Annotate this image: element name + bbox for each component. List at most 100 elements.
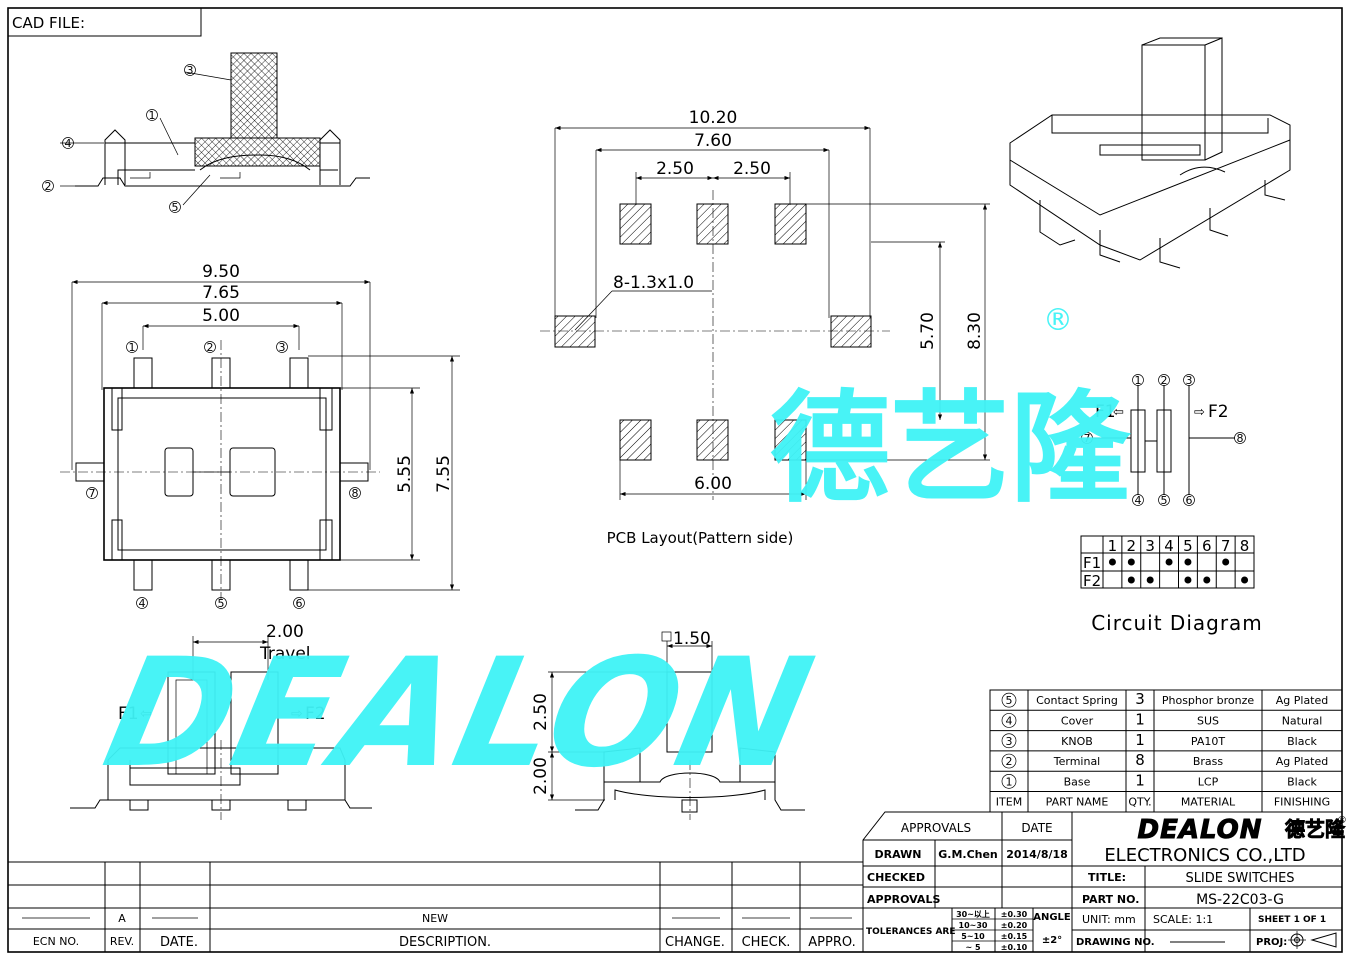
circuit-f1: F1 (1095, 402, 1116, 422)
callout-3: 3 (187, 64, 194, 77)
tb-angle: ANGLE (1033, 912, 1071, 923)
tol-value: ±0.30 (1001, 910, 1028, 919)
circuit-title: Circuit Diagram (1091, 611, 1263, 635)
bom-material: SUS (1197, 714, 1219, 727)
isometric-view (1009, 37, 1291, 269)
company-logo-latin: DEALON (1138, 815, 1263, 845)
tb-partno-label: PART NO. (1082, 893, 1139, 906)
tol-range: ~ 5 (965, 943, 980, 952)
pcb-caption: PCB Layout(Pattern side) (607, 529, 794, 547)
callout-5: 5 (172, 201, 179, 214)
pin-5: 5 (218, 597, 225, 610)
travel-dim: 2.00 (266, 622, 304, 642)
tol-range: 10~30 (959, 921, 988, 930)
rev-rev: REV. (110, 935, 134, 948)
cad-file-box (7, 7, 202, 37)
pcb-dim-2-50a: 2.50 (656, 159, 694, 179)
switch-col-3: 3 (1145, 537, 1155, 555)
switch-dot (1108, 558, 1116, 566)
bom-table: 5 Contact Spring 3 Phosphor bronze Ag Plated… (989, 689, 1343, 813)
switch-col-1: 1 (1108, 537, 1118, 555)
front-dim-2-00: 2.00 (531, 757, 551, 795)
pcb-dim-7-60: 7.60 (694, 131, 732, 151)
bom-part: Terminal (1053, 755, 1101, 768)
bom-material: Phosphor bronze (1162, 694, 1255, 707)
dim-5-00: 5.00 (202, 306, 240, 326)
switch-col-8: 8 (1240, 537, 1250, 555)
rev-date: DATE. (160, 935, 198, 950)
circuit-pin-3: 3 (1186, 374, 1193, 387)
tol-value: ±0.15 (1001, 932, 1028, 941)
circuit-pin-2: 2 (1161, 374, 1168, 387)
switch-dot (1127, 558, 1135, 566)
pin-6: 6 (296, 597, 303, 610)
bom-part: Base (1064, 775, 1091, 788)
bom-qty: 1 (1135, 771, 1145, 789)
switch-dot (1203, 576, 1211, 584)
pcb-dim-6-00: 6.00 (694, 474, 732, 494)
sheet-border (7, 7, 1343, 953)
pin-8: 8 (352, 487, 359, 500)
front-view: 1.50 2.50 2.00 (531, 629, 805, 820)
top-view: 9.50 7.65 5.00 5.55 7.55 1 2 3 4 5 6 (60, 262, 460, 610)
switch-row-label: F2 (1083, 572, 1101, 590)
bom-finishing: Ag Plated (1276, 755, 1329, 768)
cad-file-label: CAD FILE: (12, 14, 85, 32)
bom-finishing: Ag Plated (1276, 694, 1329, 707)
tol-value: ±0.10 (1001, 943, 1028, 952)
bom-header-finishing: FINISHING (1274, 796, 1330, 809)
watermark-cjk: 德艺隆 (770, 380, 1132, 519)
watermark-reg: ® (1043, 303, 1073, 338)
bom-header-qty: QTY. (1128, 796, 1151, 809)
callout-4: 4 (65, 137, 72, 150)
rev-check: CHECK. (742, 935, 791, 950)
bom-finishing: Natural (1282, 714, 1323, 727)
pin-1: 1 (129, 341, 136, 354)
bom-part: Contact Spring (1036, 694, 1118, 707)
switch-col-5: 5 (1183, 537, 1193, 555)
square-symbol-icon (661, 631, 672, 642)
bom-item-1: 1 (1006, 775, 1013, 788)
watermark-latin: DEALON (92, 626, 828, 801)
pin-7: 7 (89, 487, 96, 500)
dim-9-50: 9.50 (202, 262, 240, 282)
switch-col-6: 6 (1202, 537, 1212, 555)
switch-dot (1184, 576, 1192, 584)
tb-drawn-date: 2014/8/18 (1006, 848, 1068, 861)
bom-item-2: 2 (1006, 755, 1013, 768)
circuit-pin-6: 6 (1186, 494, 1193, 507)
pin-3: 3 (279, 341, 286, 354)
pin-2: 2 (207, 341, 214, 354)
tb-title-label: TITLE: (1088, 871, 1126, 884)
company-logo-cjk: 德艺隆 (1285, 817, 1346, 841)
pcb-dim-5-70: 5.70 (918, 312, 938, 350)
switch-col-7: 7 (1221, 537, 1231, 555)
switch-dot (1165, 558, 1173, 566)
switch-dot (1241, 576, 1249, 584)
rev-change: CHANGE. (665, 935, 725, 950)
tb-approvals2: APPROVALS (867, 893, 940, 906)
travel-view: 2.00 Travel F1 ⇦ ⇨ F2 (70, 622, 372, 820)
bom-finishing: Black (1287, 735, 1317, 748)
bom-item-5: 5 (1006, 694, 1013, 707)
bom-part: Cover (1061, 714, 1094, 727)
callout-2: 2 (45, 180, 52, 193)
circuit-pin-4: 4 (1135, 494, 1142, 507)
rev-ecn: ECN NO. (33, 935, 79, 948)
tol-value: ±0.20 (1001, 921, 1028, 930)
switch-dot (1184, 558, 1192, 566)
switch-col-2: 2 (1127, 537, 1137, 555)
bom-header-part: PART NAME (1046, 796, 1109, 809)
bom-item-3: 3 (1006, 735, 1013, 748)
circuit-pin-8: 8 (1237, 432, 1244, 445)
pin-4: 4 (139, 597, 146, 610)
rev-row-desc: NEW (422, 912, 448, 925)
bom-material: LCP (1198, 775, 1219, 788)
company-logo-reg: ® (1337, 815, 1347, 826)
tb-date: DATE (1021, 821, 1052, 835)
switch-dot (1146, 576, 1154, 584)
dim-7-55: 7.55 (434, 455, 454, 493)
circuit-f1-arrow-icon: ⇦ (1113, 405, 1124, 420)
circuit-pin-5: 5 (1161, 494, 1168, 507)
